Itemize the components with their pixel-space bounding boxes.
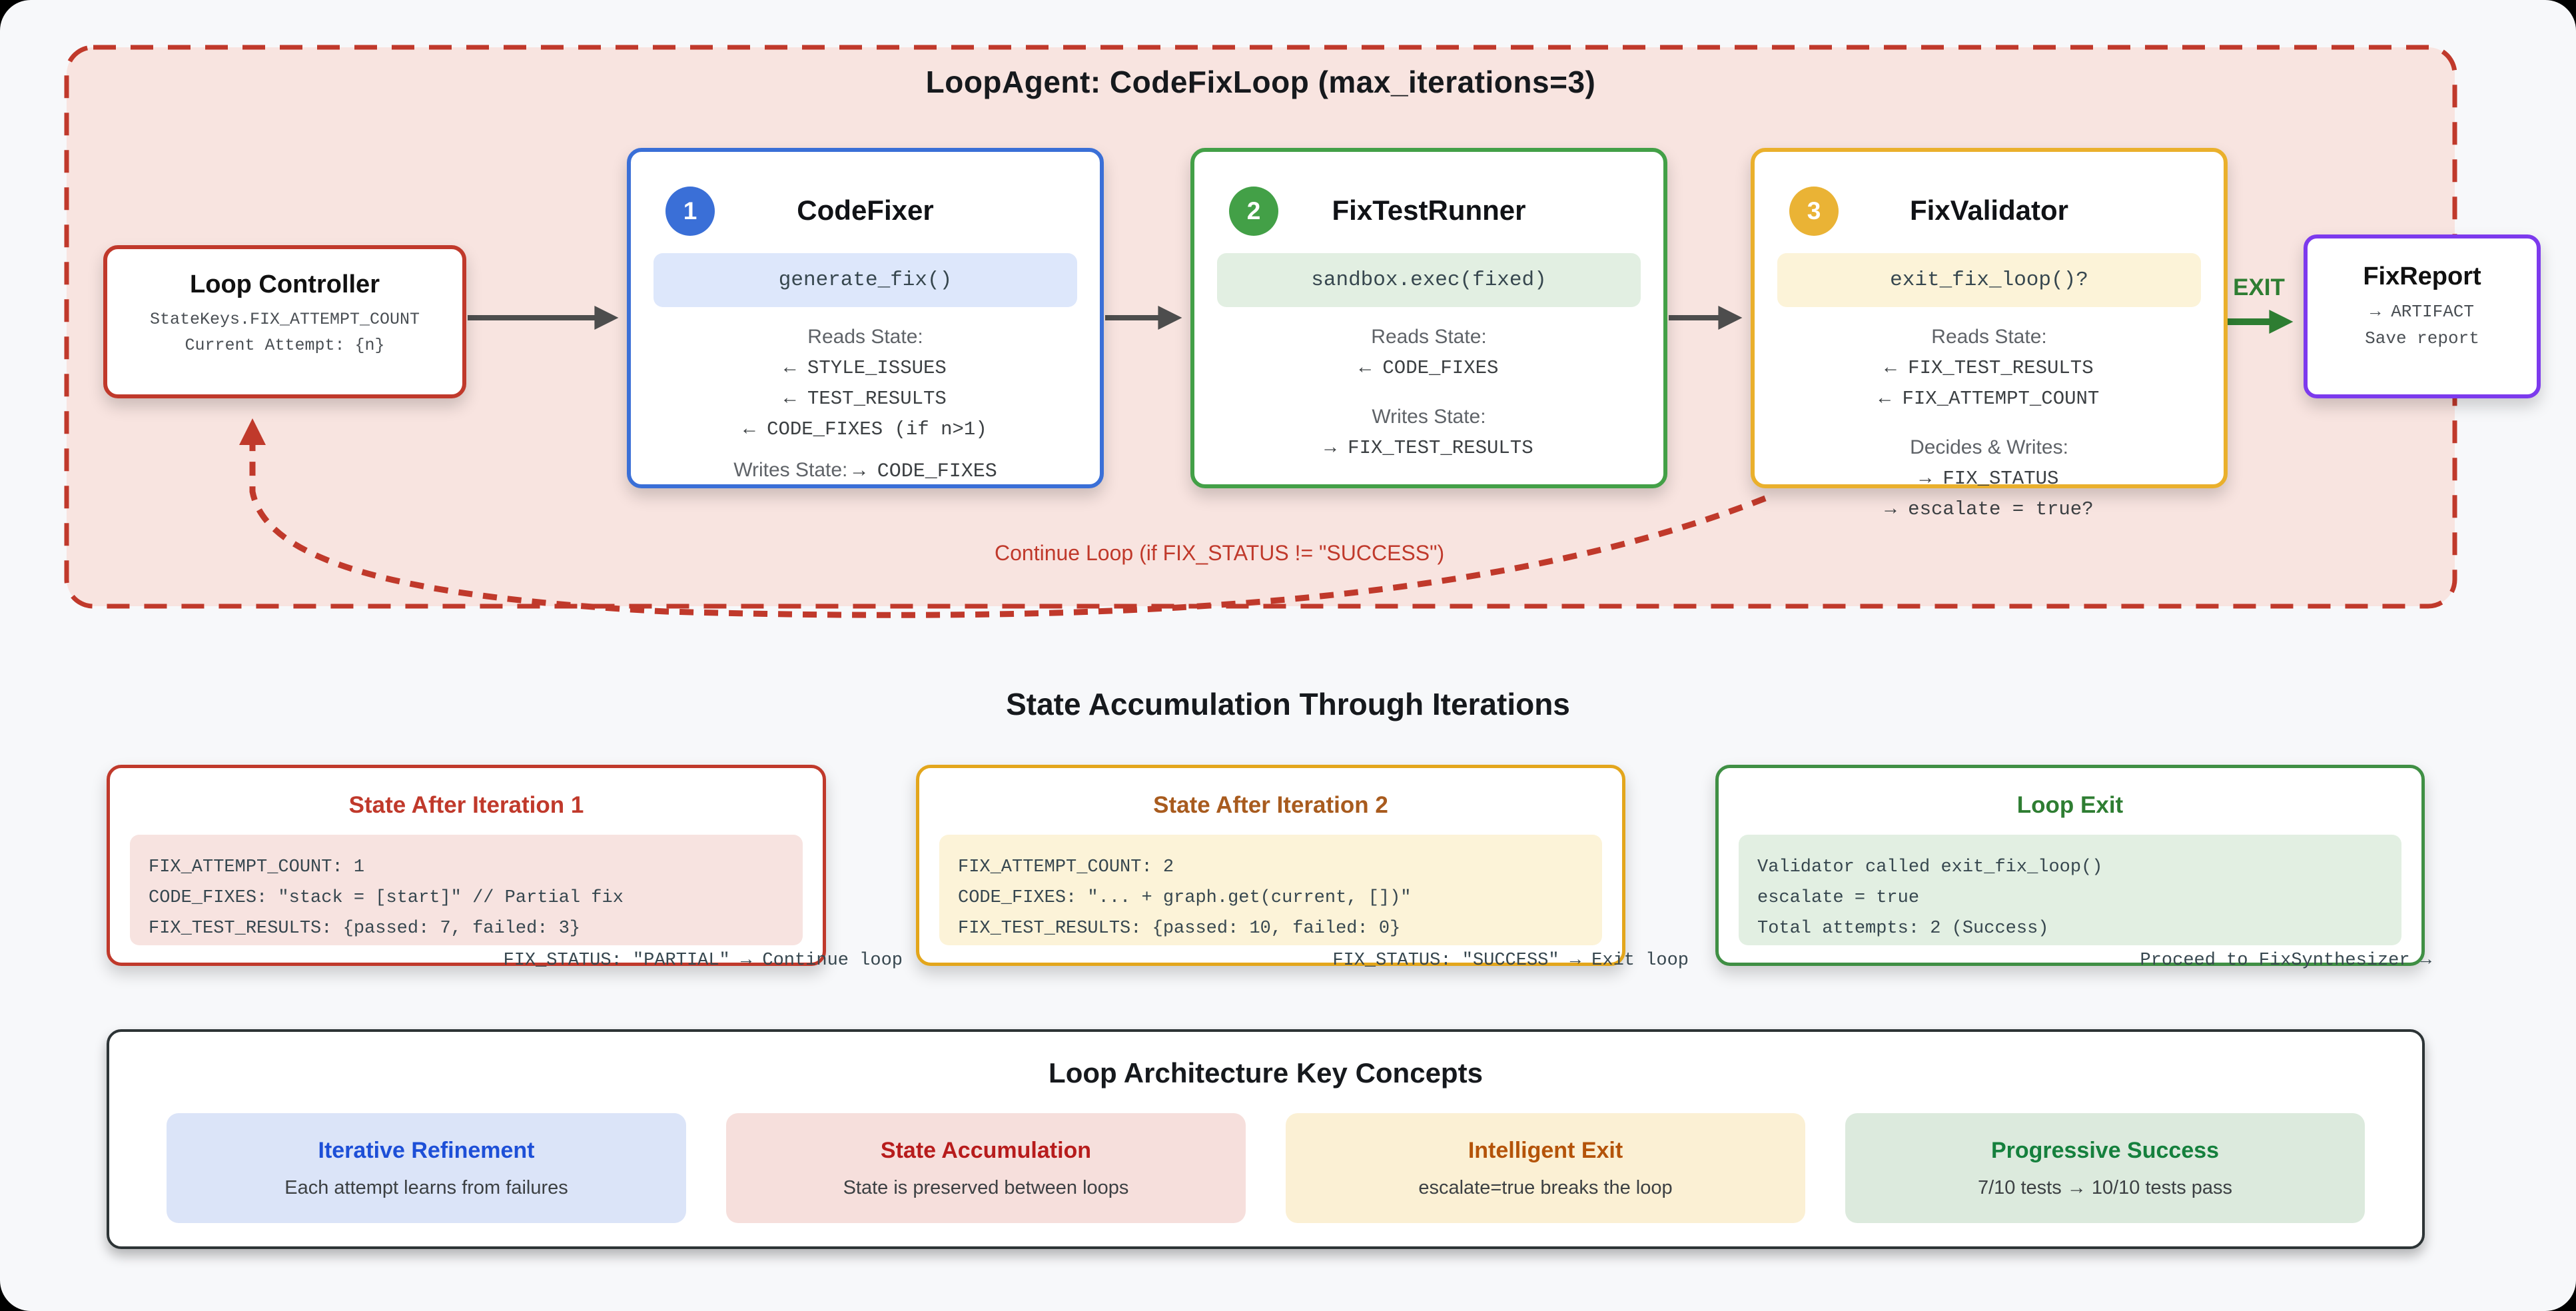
state-line: Validator called exit_fix_loop() xyxy=(1757,857,2103,877)
continue-loop-caption: Continue Loop (if FIX_STATUS != "SUCCESS… xyxy=(995,541,1445,565)
fixtestrunner-read-item: ← CODE_FIXES xyxy=(1359,357,1499,379)
state-iteration-1-status-line: FIX_STATUS: "PARTIAL" → Continue loop xyxy=(503,951,903,971)
loop-exit-proceed-line: Proceed to FixSynthesizer → xyxy=(2140,951,2431,971)
state-line: CODE_FIXES: "stack = [start]" // Partial… xyxy=(149,888,624,908)
fixtestrunner-node: 2 FixTestRunner sandbox.exec(fixed) Read… xyxy=(1190,148,1667,488)
step-badge-2: 2 xyxy=(1229,187,1278,236)
state-line: FIX_TEST_RESULTS: {passed: 7, failed: 3} xyxy=(149,919,581,939)
codefixer-writes-line: Writes State: → CODE_FIXES xyxy=(631,459,1100,483)
fixvalidator-write-item-overflow: → escalate = true? xyxy=(1885,498,2094,520)
fixvalidator-read-item: ← FIX_TEST_RESULTS xyxy=(1885,357,2094,379)
loop-exit-title: Loop Exit xyxy=(2016,792,2124,818)
fixtestrunner-writes-label: Writes State: xyxy=(1372,406,1486,428)
fixtestrunner-write-item: → FIX_TEST_RESULTS xyxy=(1324,437,1533,459)
concept-desc: escalate=true breaks the loop xyxy=(1418,1176,1673,1198)
fixreport-title: FixReport xyxy=(2363,262,2481,290)
fixtestrunner-code-pill: sandbox.exec(fixed) xyxy=(1217,253,1641,307)
state-line: FIX_TEST_RESULTS: {passed: 10, failed: 0… xyxy=(958,919,1401,939)
fixvalidator-node: 3 FixValidator exit_fix_loop()? Reads St… xyxy=(1751,148,2228,520)
concept-title: Iterative Refinement xyxy=(318,1137,535,1163)
state-line: Total attempts: 2 (Success) xyxy=(1757,919,2049,939)
fixvalidator-write-item: → FIX_STATUS xyxy=(1919,468,2059,490)
fixreport-save-line: Save report xyxy=(2365,328,2479,348)
loop-controller-statekey: StateKeys.FIX_ATTEMPT_COUNT xyxy=(149,310,420,329)
codefixer-code-pill: generate_fix() xyxy=(653,253,1077,307)
codefixer-writes-label: Writes State: xyxy=(733,459,848,481)
loop-controller-node: Loop Controller StateKeys.FIX_ATTEMPT_CO… xyxy=(103,245,466,398)
key-concepts-title: Loop Architecture Key Concepts xyxy=(1049,1057,1483,1089)
codefixer-title: CodeFixer xyxy=(797,195,934,226)
state-line: CODE_FIXES: "... + graph.get(current, []… xyxy=(958,888,1412,908)
concept-iterative-refinement: Iterative Refinement Each attempt learns… xyxy=(167,1113,686,1223)
step-badge-1: 1 xyxy=(665,187,715,236)
state-iteration-1-title: State After Iteration 1 xyxy=(348,792,584,818)
fixvalidator-writes-label: Decides & Writes: xyxy=(1910,436,2068,458)
fixvalidator-code-pill: exit_fix_loop()? xyxy=(1777,253,2201,307)
codefixer-read-item: ← STYLE_ISSUES xyxy=(784,357,947,379)
loop-exit-code: Validator called exit_fix_loop() escalat… xyxy=(1739,835,2401,945)
codefixer-writes-value: → CODE_FIXES xyxy=(853,460,997,483)
concept-intelligent-exit: Intelligent Exit escalate=true breaks th… xyxy=(1286,1113,1805,1223)
concept-title: Progressive Success xyxy=(1990,1137,2220,1163)
key-concepts-row: Iterative Refinement Each attempt learns… xyxy=(109,1113,2422,1223)
concept-desc: Each attempt learns from failures xyxy=(284,1176,568,1198)
fixreport-artifact-line: → ARTIFACT xyxy=(2369,302,2475,322)
fixvalidator-title: FixValidator xyxy=(1909,195,2069,226)
loop-exit-box: Loop Exit Validator called exit_fix_loop… xyxy=(1715,765,2431,971)
fixvalidator-read-item: ← FIX_ATTEMPT_COUNT xyxy=(1879,388,2100,410)
state-line: escalate = true xyxy=(1757,888,1920,908)
state-section-title: State Accumulation Through Iterations xyxy=(1006,687,1570,721)
fixtestrunner-reads-label: Reads State: xyxy=(1371,326,1487,348)
state-iteration-2-code: FIX_ATTEMPT_COUNT: 2 CODE_FIXES: "... + … xyxy=(939,835,1602,945)
step-badge-3: 3 xyxy=(1789,187,1839,236)
concept-title: Intelligent Exit xyxy=(1468,1137,1623,1163)
codefixer-read-item: ← TEST_RESULTS xyxy=(784,388,947,410)
concept-desc: 7/10 tests → 10/10 tests pass xyxy=(1977,1176,2233,1198)
state-iteration-2-box: State After Iteration 2 FIX_ATTEMPT_COUN… xyxy=(916,765,1689,971)
concept-progressive-success: Progressive Success 7/10 tests → 10/10 t… xyxy=(1845,1113,2365,1223)
loop-controller-title: Loop Controller xyxy=(190,270,380,298)
fixvalidator-reads-label: Reads State: xyxy=(1931,326,2047,348)
concept-state-accumulation: State Accumulation State is preserved be… xyxy=(726,1113,1246,1223)
state-iteration-2-title: State After Iteration 2 xyxy=(1153,792,1388,818)
codefixer-node: 1 CodeFixer generate_fix() Reads State: … xyxy=(627,148,1104,488)
exit-label: EXIT xyxy=(2233,274,2285,300)
fixreport-node: FixReport → ARTIFACT Save report xyxy=(2304,234,2541,398)
fixtestrunner-title: FixTestRunner xyxy=(1332,195,1526,226)
concept-desc: State is preserved between loops xyxy=(843,1176,1129,1198)
loop-title: LoopAgent: CodeFixLoop (max_iterations=3… xyxy=(925,65,1596,99)
state-iteration-1-box: State After Iteration 1 FIX_ATTEMPT_COUN… xyxy=(107,765,903,971)
state-iteration-1-code: FIX_ATTEMPT_COUNT: 1 CODE_FIXES: "stack … xyxy=(130,835,803,945)
loop-controller-attempt: Current Attempt: {n} xyxy=(185,336,385,355)
codefixer-reads-label: Reads State: xyxy=(807,326,923,348)
state-line: FIX_ATTEMPT_COUNT: 1 xyxy=(149,857,365,877)
state-line: FIX_ATTEMPT_COUNT: 2 xyxy=(958,857,1174,877)
state-iteration-2-status-line: FIX_STATUS: "SUCCESS" → Exit loop xyxy=(1332,951,1689,971)
key-concepts-panel: Loop Architecture Key Concepts Iterative… xyxy=(107,1029,2425,1249)
codefixer-read-item: ← CODE_FIXES (if n>1) xyxy=(743,418,987,440)
concept-title: State Accumulation xyxy=(880,1137,1092,1163)
